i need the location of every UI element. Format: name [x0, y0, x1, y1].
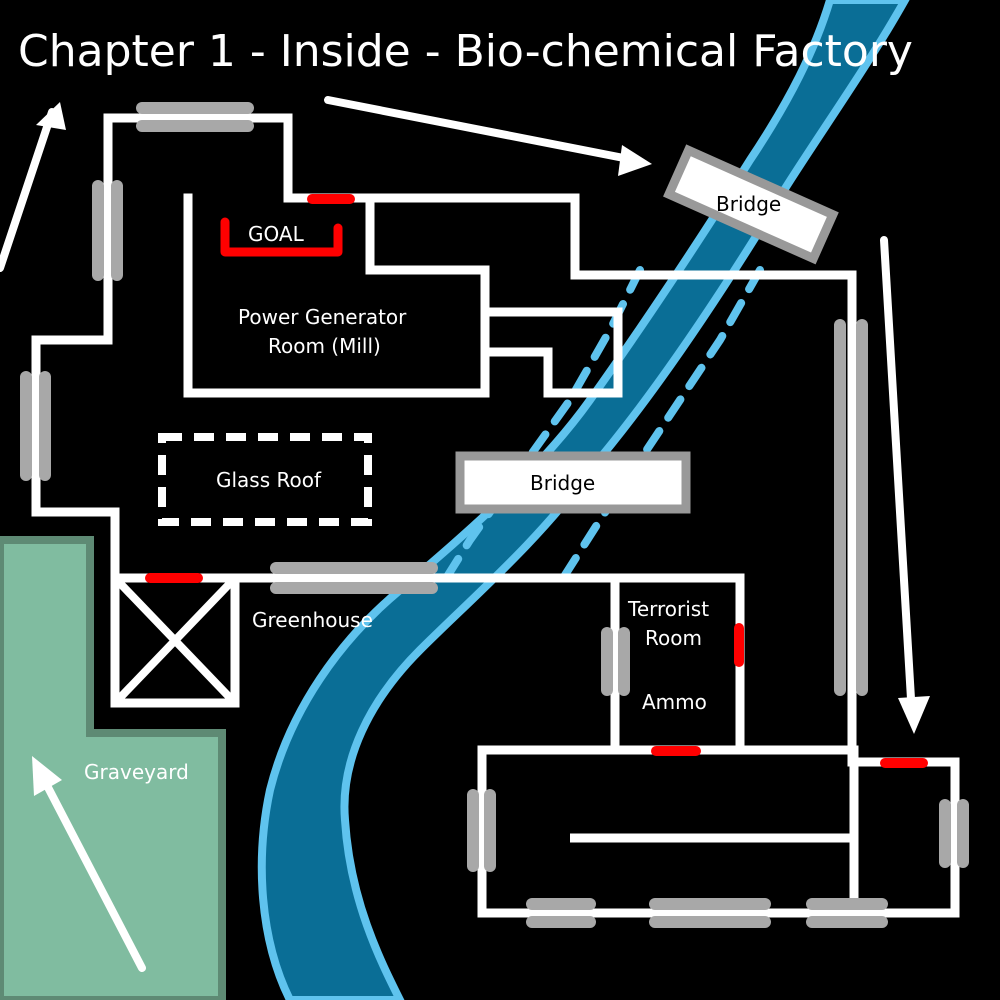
label-terrorist-1: Terrorist [627, 597, 709, 621]
label-goal: GOAL [248, 222, 305, 246]
wall-power-annex [480, 307, 623, 398]
bridge-top [663, 144, 839, 265]
graveyard-area [0, 536, 226, 1000]
wall-top-connector [283, 193, 857, 760]
arrow-right-icon [324, 96, 652, 176]
label-bridge-middle: Bridge [530, 471, 595, 495]
label-greenhouse: Greenhouse [252, 608, 373, 632]
bridge-middle [455, 451, 691, 514]
label-terrorist-2: Room [645, 626, 702, 650]
glass-roof [158, 433, 372, 526]
arrow-down-icon [880, 236, 930, 734]
map-title: Chapter 1 - Inside - Bio-chemical Factor… [18, 26, 913, 77]
wall-southeast-room [477, 745, 859, 918]
arrow-up-graveyard-icon [32, 756, 146, 972]
dashed-path-right [561, 266, 764, 579]
greenhouse-cross-2 [112, 575, 238, 706]
label-graveyard: Graveyard [84, 760, 189, 784]
label-ammo: Ammo [642, 690, 707, 714]
wall-power-room [183, 193, 490, 398]
goal-marker [220, 217, 343, 257]
label-glass-roof: Glass Roof [216, 468, 322, 492]
wall-outer-west [31, 113, 745, 583]
arrow-up-left-icon [0, 102, 66, 272]
label-power-room-2: Room (Mill) [268, 334, 381, 358]
label-bridge-top: Bridge [716, 192, 781, 216]
label-power-room-1: Power Generator [238, 305, 407, 329]
